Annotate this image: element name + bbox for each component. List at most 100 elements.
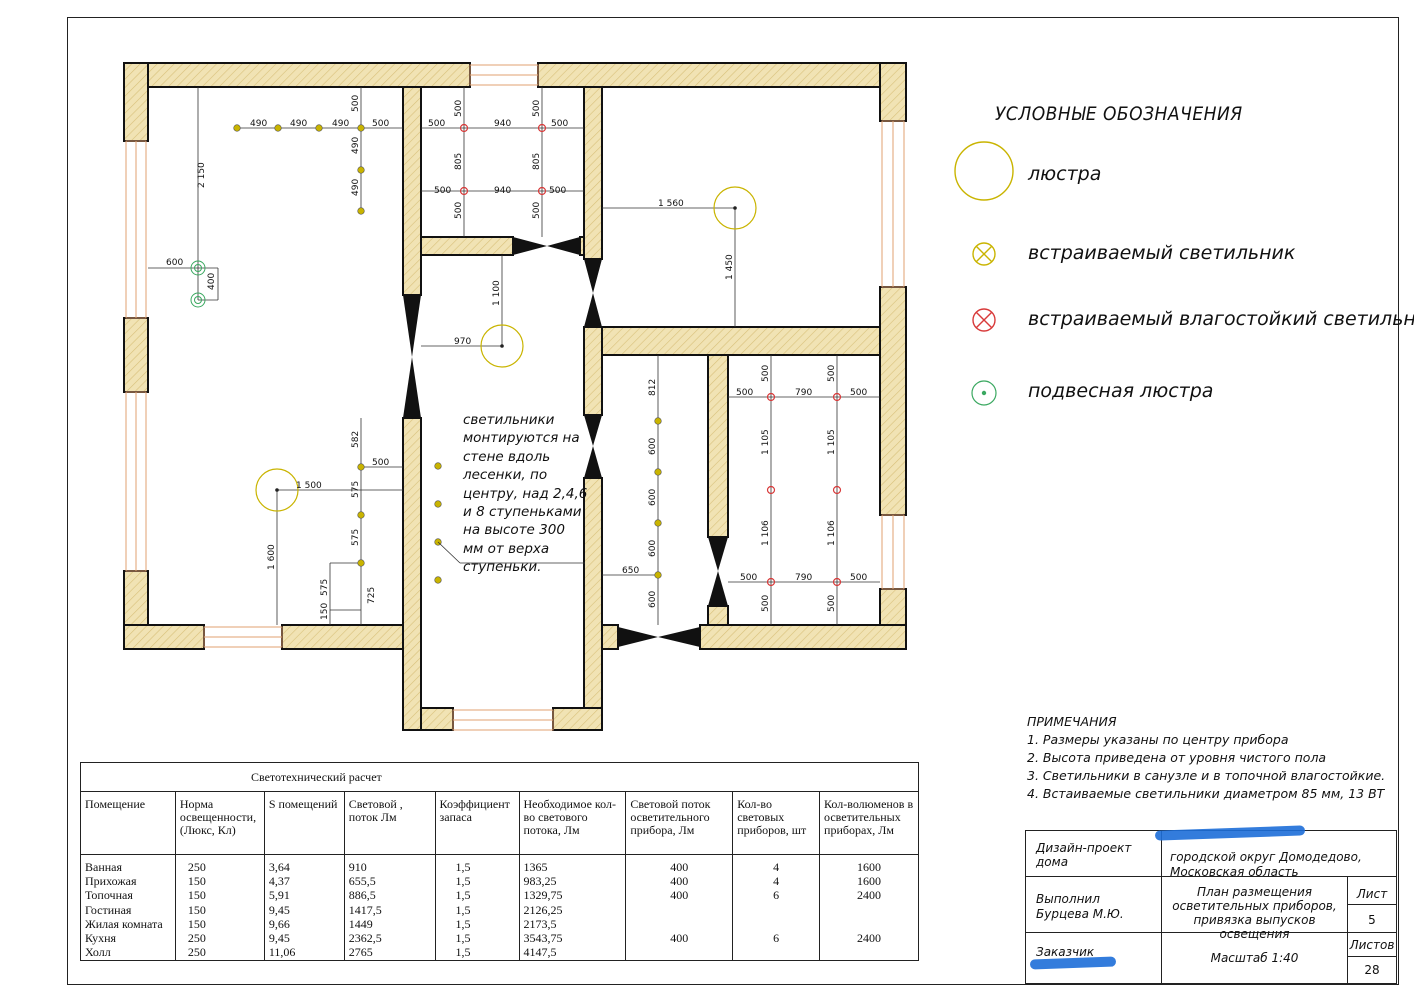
dim-label: 1 106 <box>827 520 837 546</box>
dim-label: 650 <box>622 566 639 576</box>
recessed-light-icon <box>315 124 323 132</box>
table-cell: 1,5 <box>434 854 519 876</box>
table-cell: 3,64 <box>263 854 345 876</box>
recessed-light-icon <box>357 511 365 519</box>
dim-label: 600 <box>166 258 183 268</box>
chandeliers <box>255 186 757 512</box>
table-cell <box>625 903 733 918</box>
recessed-light-icon <box>654 571 662 579</box>
col-header: Необходимое кол-во светового потока, Лм <box>518 791 626 855</box>
stamp-sheet-title: План размещения осветительных приборов, … <box>1162 877 1348 941</box>
dim-label: 490 <box>250 119 267 129</box>
legend-label-waterproof: встраиваемый влагостойкий светильник <box>1028 308 1414 330</box>
dimension-labels: 490 490 490 500 500 490 490 2 150 600 40… <box>166 95 867 620</box>
stair-lighting-note: светильники монтируются на стене вдоль л… <box>463 412 588 576</box>
dim-label: 600 <box>648 591 658 608</box>
recessed-light-icon <box>654 519 662 527</box>
dim-label: 500 <box>372 458 389 468</box>
dim-label: 1 106 <box>761 520 771 546</box>
walls <box>123 62 907 731</box>
table-cell <box>819 946 919 961</box>
recessed-light-icon <box>434 500 442 508</box>
table-cell: 6 <box>732 931 820 947</box>
table-cell: 150 <box>174 903 265 918</box>
recessed-light-icon <box>274 124 282 132</box>
table-cell: 2400 <box>819 889 919 904</box>
chandelier-icon <box>954 141 1014 201</box>
dim-label: 940 <box>494 186 511 196</box>
col-header: Норма освещенности, (Люкс, Кл) <box>174 791 265 855</box>
table-cell: 886,5 <box>343 889 436 904</box>
waterproof-light-icon <box>459 186 469 196</box>
table-cell: 6 <box>732 889 820 904</box>
recessed-light-icon <box>357 166 365 174</box>
table-cell: 1329,75 <box>518 889 626 904</box>
table-cell: Холл <box>80 946 176 961</box>
chandelier-icon <box>255 468 299 512</box>
stamp-performed: Выполнил Бурцева М.Ю. <box>1026 877 1162 933</box>
dim-label: 500 <box>740 573 757 583</box>
note-item: 1. Размеры указаны по центру прибора <box>1027 732 1289 747</box>
pendant-lights <box>190 260 206 308</box>
table-cell: 5,91 <box>263 889 345 904</box>
col-header: S помещений <box>263 791 345 855</box>
table-cell: 400 <box>625 889 733 904</box>
dim-label: 500 <box>827 595 837 612</box>
table-cell: 9,66 <box>263 917 345 932</box>
table-cell: 2765 <box>343 946 436 961</box>
table-cell: 1,5 <box>434 875 519 890</box>
recessed-light-icon <box>357 463 365 471</box>
dim-label: 1 560 <box>658 199 684 209</box>
dim-label: 400 <box>207 273 217 290</box>
dimension-lines <box>148 87 880 625</box>
dim-label: 600 <box>648 489 658 506</box>
dim-label: 2 150 <box>197 162 207 188</box>
table-cell: Топочная <box>80 889 176 904</box>
legend-label-recessed: встраиваемый светильник <box>1028 242 1296 264</box>
table-cell: 2126,25 <box>518 903 626 918</box>
recessed-light-icon <box>357 559 365 567</box>
table-cell: 150 <box>174 917 265 932</box>
table-cell: 4 <box>732 875 820 890</box>
waterproof-light-icon <box>459 123 469 133</box>
table-cell: 1,5 <box>434 889 519 904</box>
pendant-icon <box>190 260 206 276</box>
recessed-light-icon <box>357 124 365 132</box>
dim-label: 500 <box>850 573 867 583</box>
table-cell <box>625 946 733 961</box>
dim-label: 575 <box>351 481 361 498</box>
stamp-sheet-label: Лист <box>1348 877 1396 905</box>
notes-block: ПРИМЕЧАНИЯ 1. Размеры указаны по центру … <box>1027 713 1385 803</box>
pendant-icon <box>971 380 997 406</box>
table-cell: 1449 <box>343 917 436 932</box>
table-cell <box>819 917 919 932</box>
dim-label: 575 <box>320 579 330 596</box>
table-cell: 1,5 <box>434 931 519 947</box>
dim-label: 725 <box>367 587 377 604</box>
table-cell: 1600 <box>819 854 919 876</box>
waterproof-light-icon <box>766 392 776 402</box>
table-cell <box>625 917 733 932</box>
dim-label: 500 <box>736 388 753 398</box>
recessed-light-icon <box>233 124 241 132</box>
table-cell <box>732 903 820 918</box>
table-cell: 150 <box>174 889 265 904</box>
recessed-light-icon <box>972 242 996 266</box>
table-cell <box>732 917 820 932</box>
table-cell: 4147,5 <box>518 946 626 961</box>
stamp-sheets-total: 28 <box>1364 963 1380 977</box>
table-cell: Жилая комната <box>80 917 176 932</box>
doors <box>403 237 728 647</box>
dim-label: 1 100 <box>492 280 502 306</box>
dim-label: 500 <box>549 186 566 196</box>
waterproof-light-icon <box>537 123 547 133</box>
stamp-scale: Масштаб 1:40 <box>1162 933 1348 983</box>
waterproof-light-icon <box>766 577 776 587</box>
stamp-project-label: Дизайн-проект дома <box>1026 831 1162 877</box>
dim-label: 500 <box>434 186 451 196</box>
col-header: Коэффициент запаса <box>434 791 519 855</box>
